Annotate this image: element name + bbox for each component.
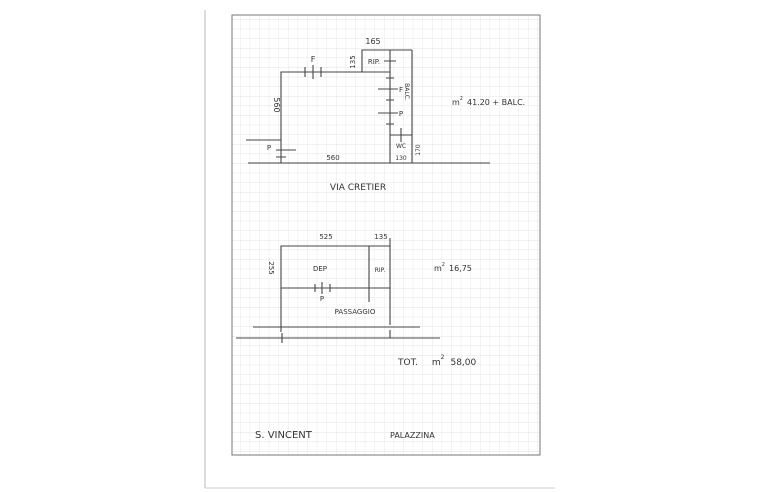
rip-label: RIP. <box>368 58 380 66</box>
wall-left-top <box>280 71 390 163</box>
dim-rip-width: 135 <box>374 233 387 241</box>
dim-wc-width: 130 <box>395 155 407 162</box>
dim-height: 255 <box>267 261 275 274</box>
total-area: TOT.m258,00 <box>397 354 477 368</box>
door-right-label: P <box>399 110 403 118</box>
door-window-marks <box>276 60 402 158</box>
rip-label-lower: RIP. <box>375 267 386 274</box>
window-right-label: F <box>399 86 403 94</box>
dep-walls <box>280 245 390 332</box>
dim-top: 165 <box>365 37 380 46</box>
door-label-lower: P <box>320 295 324 303</box>
dim-dep-width: 525 <box>319 233 332 241</box>
dim-wc-height: 170 <box>415 144 422 156</box>
graph-paper-grid <box>231 14 541 456</box>
building-label: PALAZZINA <box>390 431 435 440</box>
location-label: S. VINCENT <box>255 430 313 441</box>
wc-label: WC <box>396 143 406 150</box>
dim-rip-height: 135 <box>349 55 357 68</box>
dim-left: 560 <box>272 97 281 112</box>
dim-bottom: 560 <box>326 154 339 162</box>
balcony-label: BALC. <box>403 83 410 101</box>
window-top-label: F <box>311 55 316 64</box>
dep-label: DEP <box>313 265 327 273</box>
door-marks <box>281 282 391 343</box>
street-name: VIA CRETIER <box>330 183 386 193</box>
upper-floor-plan: 165 135 RIP. BALC. F F P 560 P 560 WC 13… <box>246 37 525 193</box>
rip-box <box>361 49 412 72</box>
passage-label: PASSAGGIO <box>335 308 376 316</box>
door-left-label: P <box>267 144 271 152</box>
